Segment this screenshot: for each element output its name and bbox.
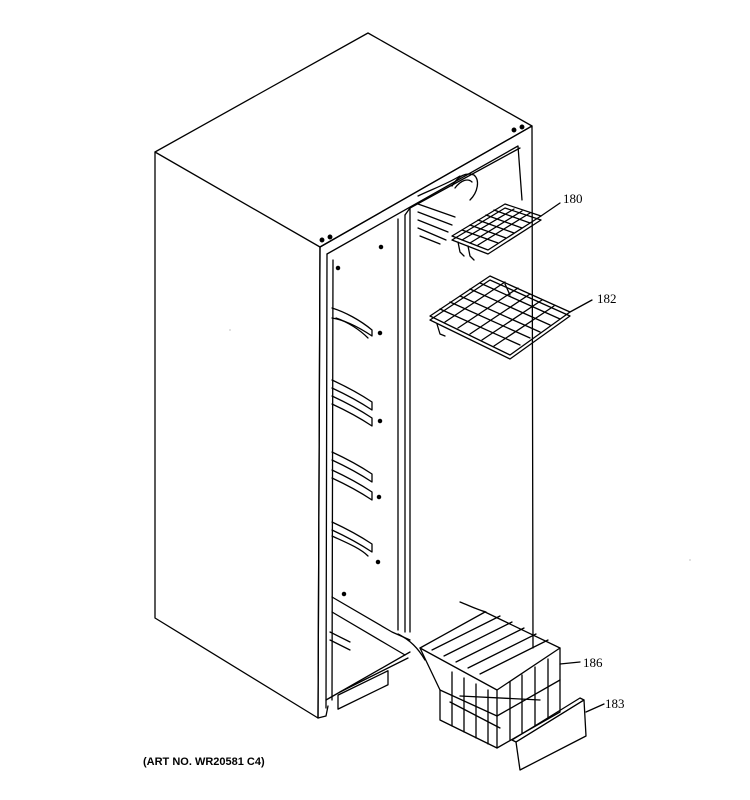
shelf-supports [332, 308, 372, 556]
callout-182: 182 [597, 291, 617, 306]
wire-basket-186[interactable] [398, 602, 580, 748]
basket-front-183[interactable] [512, 698, 604, 770]
refrigerator-cabinet [155, 33, 533, 718]
callout-180: 180 [563, 191, 583, 206]
wire-shelf-180[interactable] [452, 203, 560, 260]
callout-186: 186 [583, 655, 603, 670]
callout-183: 183 [605, 696, 625, 711]
evaporator-cover [418, 174, 477, 244]
wire-shelf-182[interactable] [430, 276, 592, 359]
freezer-compartment-liner [318, 148, 520, 718]
art-number-label: (ART NO. WR20581 C4) [143, 756, 265, 768]
